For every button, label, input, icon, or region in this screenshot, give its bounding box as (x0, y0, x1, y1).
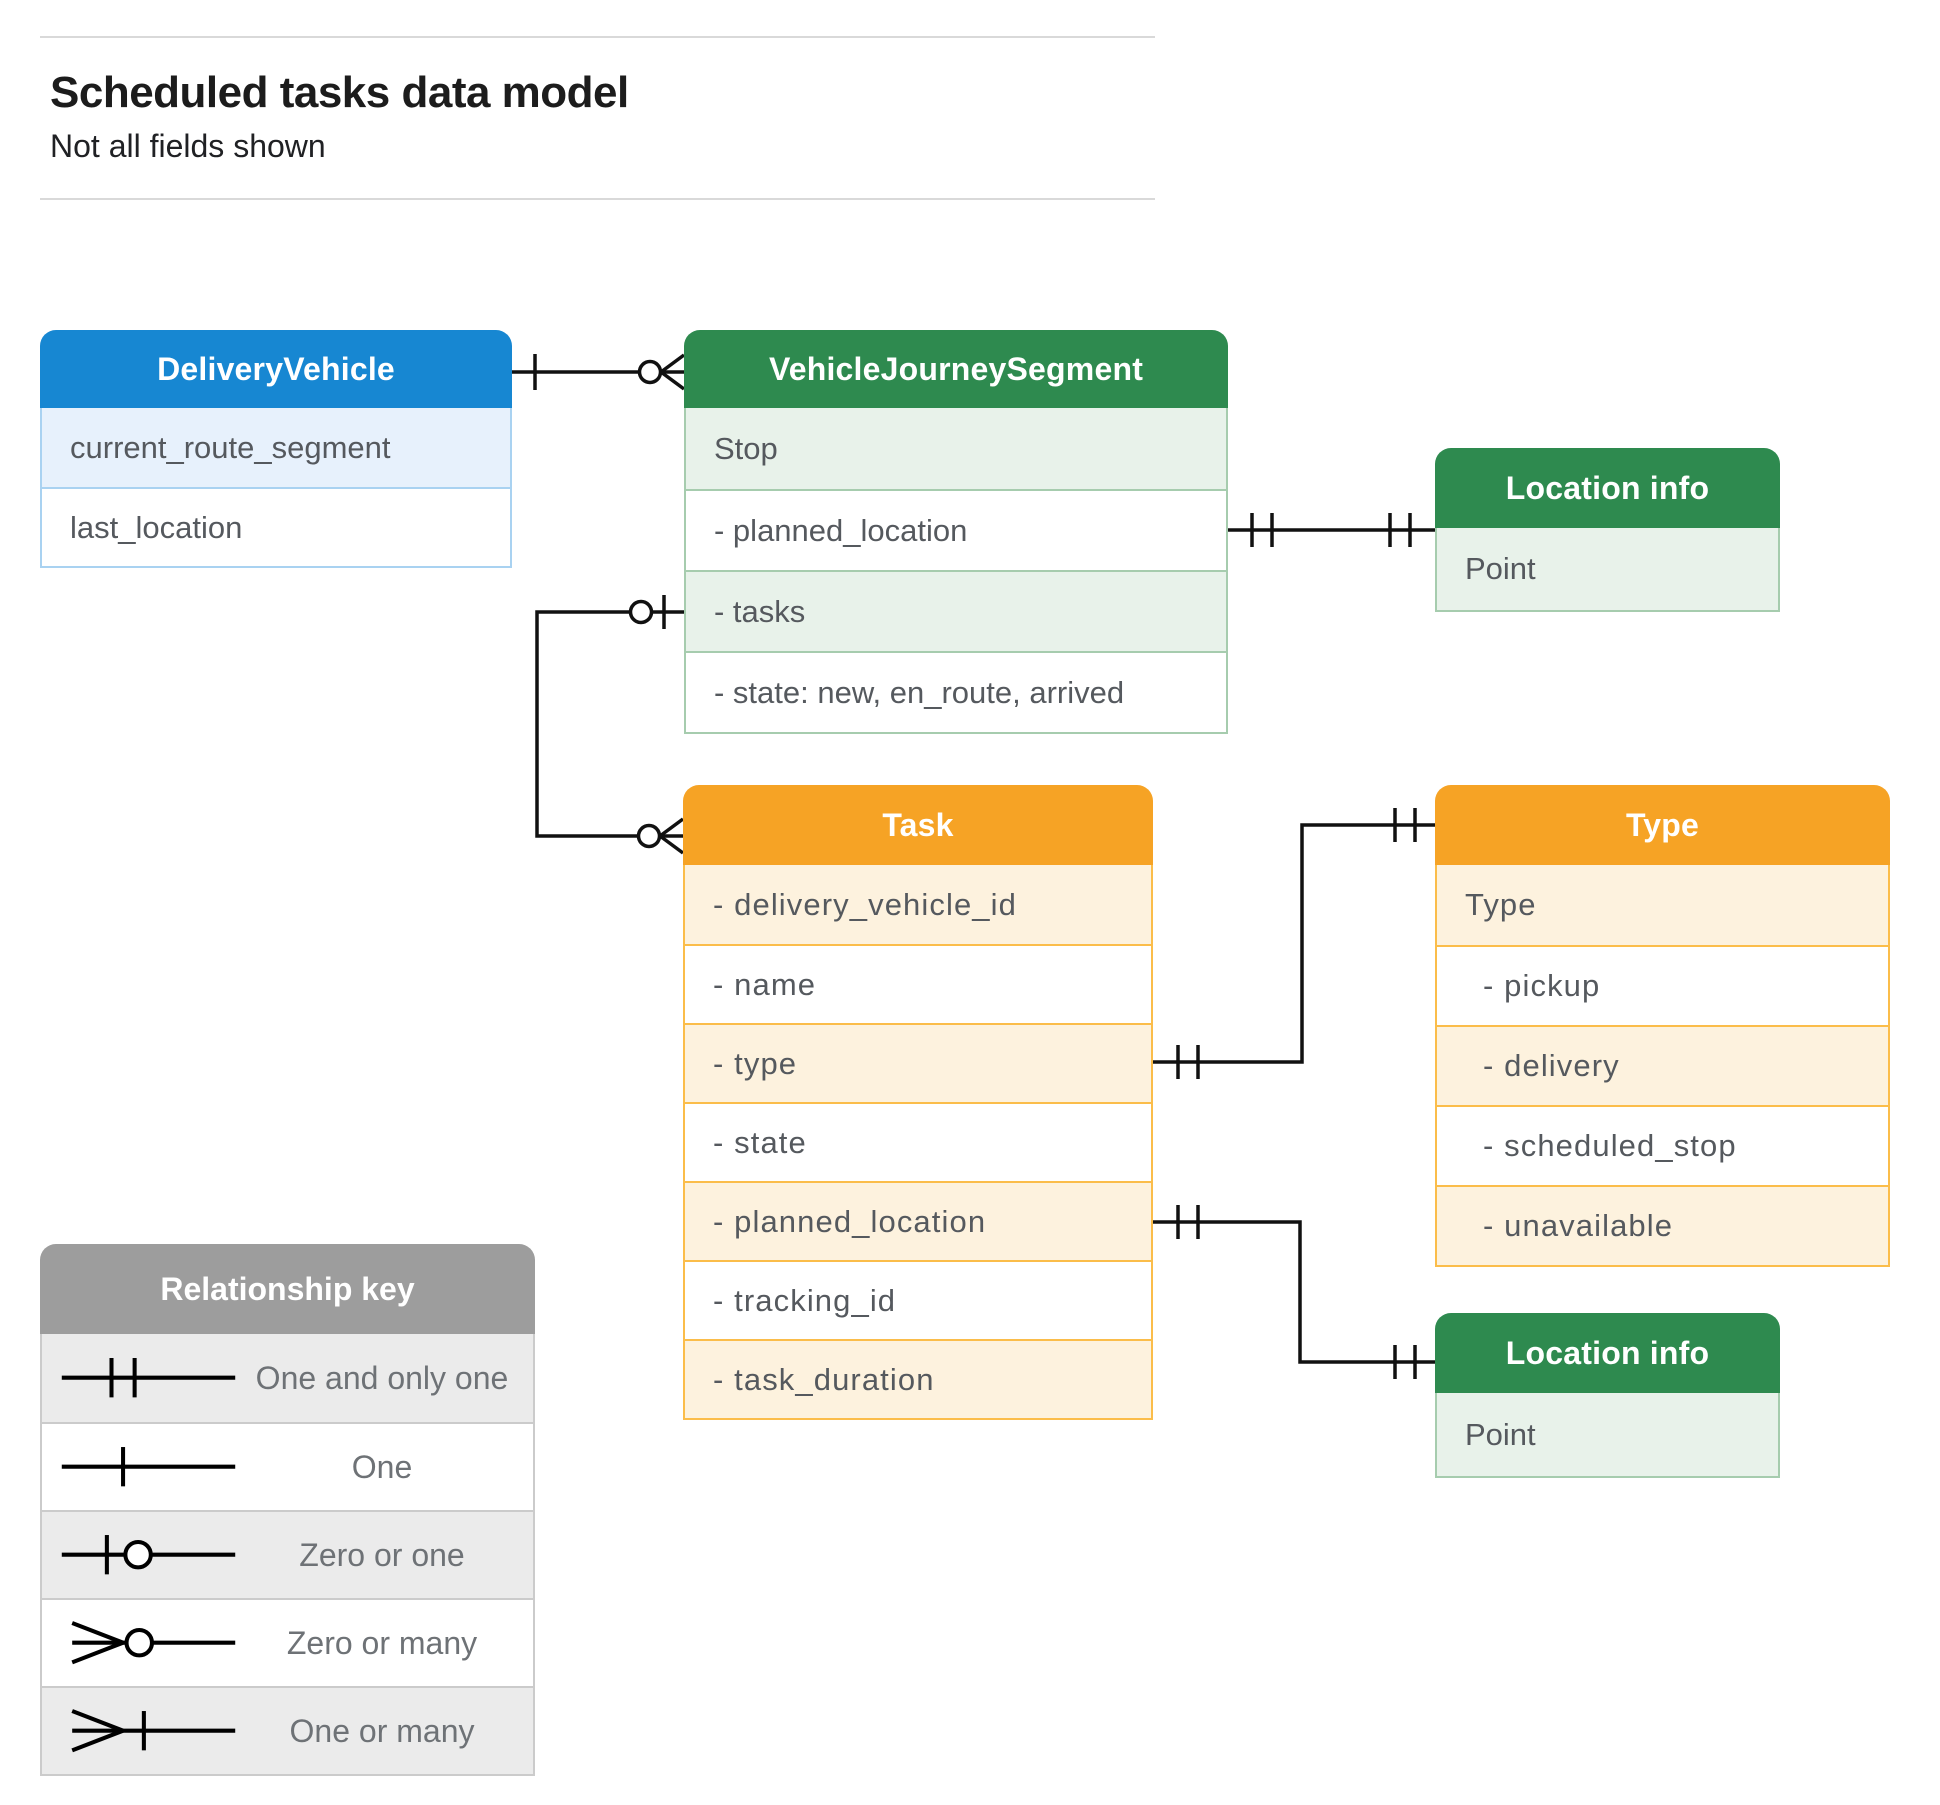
entity-header: DeliveryVehicle (40, 330, 512, 408)
entity-header: Task (683, 785, 1153, 865)
field-row: - delivery (1437, 1025, 1888, 1105)
field-row: - name (685, 944, 1151, 1023)
field-row: - planned_location (685, 1181, 1151, 1260)
one-and-only-one-symbol (61, 1358, 236, 1398)
entity-rows: - delivery_vehicle_id - name - type - st… (683, 865, 1153, 1420)
legend-label: One (351, 1448, 413, 1485)
entity-table-location-info-top: Location info Point (1435, 448, 1780, 612)
page-subtitle: Not all fields shown (50, 128, 326, 164)
legend-label: Zero or one (299, 1536, 465, 1573)
page-title: Scheduled tasks data model (50, 68, 629, 117)
field-row: - task_duration (685, 1339, 1151, 1418)
field-row: - delivery_vehicle_id (685, 865, 1151, 944)
entity-table-location-info-bottom: Location info Point (1435, 1313, 1780, 1478)
field-row: Type (1437, 865, 1888, 945)
entity-rows: current_route_segment last_location (40, 408, 512, 568)
field-row: - state: new, en_route, arrived (686, 651, 1226, 732)
one-or-many-symbol (71, 1709, 236, 1753)
entity-rows: Point (1435, 528, 1780, 612)
entity-table-delivery-vehicle: DeliveryVehicle current_route_segment la… (40, 330, 512, 568)
field-row: - tracking_id (685, 1260, 1151, 1339)
relationship-key-legend: Relationship key One and only one One Ze… (40, 1244, 535, 1776)
entity-table-task: Task - delivery_vehicle_id - name - type… (683, 785, 1153, 1420)
field-row: current_route_segment (42, 408, 510, 487)
entity-table-vehicle-journey-segment: VehicleJourneySegment Stop - planned_loc… (684, 330, 1228, 734)
zero-or-one-symbol (61, 1535, 236, 1575)
field-row: - type (685, 1023, 1151, 1102)
entity-header: VehicleJourneySegment (684, 330, 1228, 408)
field-row: - unavailable (1437, 1185, 1888, 1265)
top-rule (40, 36, 1155, 38)
entity-header: Type (1435, 785, 1890, 865)
one-symbol (61, 1447, 236, 1487)
connector-task-locationinfo (1153, 1205, 1435, 1379)
entity-rows: Point (1435, 1393, 1780, 1478)
connector-vjs-task (535, 595, 685, 855)
field-row: Stop (686, 408, 1226, 489)
entity-rows: Type - pickup - delivery - scheduled_sto… (1435, 865, 1890, 1267)
entity-header: Location info (1435, 1313, 1780, 1393)
legend-row: One and only one (42, 1334, 533, 1422)
field-row: Point (1437, 528, 1778, 610)
legend-row: Zero or many (42, 1598, 533, 1686)
field-row: - scheduled_stop (1437, 1105, 1888, 1185)
field-row: Point (1437, 1393, 1778, 1476)
legend-label: One or many (289, 1712, 475, 1749)
legend-label: Zero or many (286, 1624, 478, 1661)
field-row: - state (685, 1102, 1151, 1181)
connector-vjs-locationinfo (1228, 513, 1435, 547)
field-row: - pickup (1437, 945, 1888, 1025)
connector-deliveryvehicle-vjs (512, 353, 686, 391)
entity-header: Location info (1435, 448, 1780, 528)
legend-row: One or many (42, 1686, 533, 1774)
legend-row: Zero or one (42, 1510, 533, 1598)
subtitle-rule (40, 198, 1155, 200)
connector-task-type (1153, 808, 1435, 1079)
field-row: - tasks (686, 570, 1226, 651)
legend-rows: One and only one One Zero or one Zero or… (40, 1334, 535, 1776)
entity-rows: Stop - planned_location - tasks - state:… (684, 408, 1228, 734)
legend-header: Relationship key (40, 1244, 535, 1334)
field-row: - planned_location (686, 489, 1226, 570)
legend-row: One (42, 1422, 533, 1510)
field-row: last_location (42, 487, 510, 566)
entity-table-type: Type Type - pickup - delivery - schedule… (1435, 785, 1890, 1267)
legend-label: One and only one (255, 1359, 509, 1396)
zero-or-many-symbol (71, 1621, 236, 1665)
